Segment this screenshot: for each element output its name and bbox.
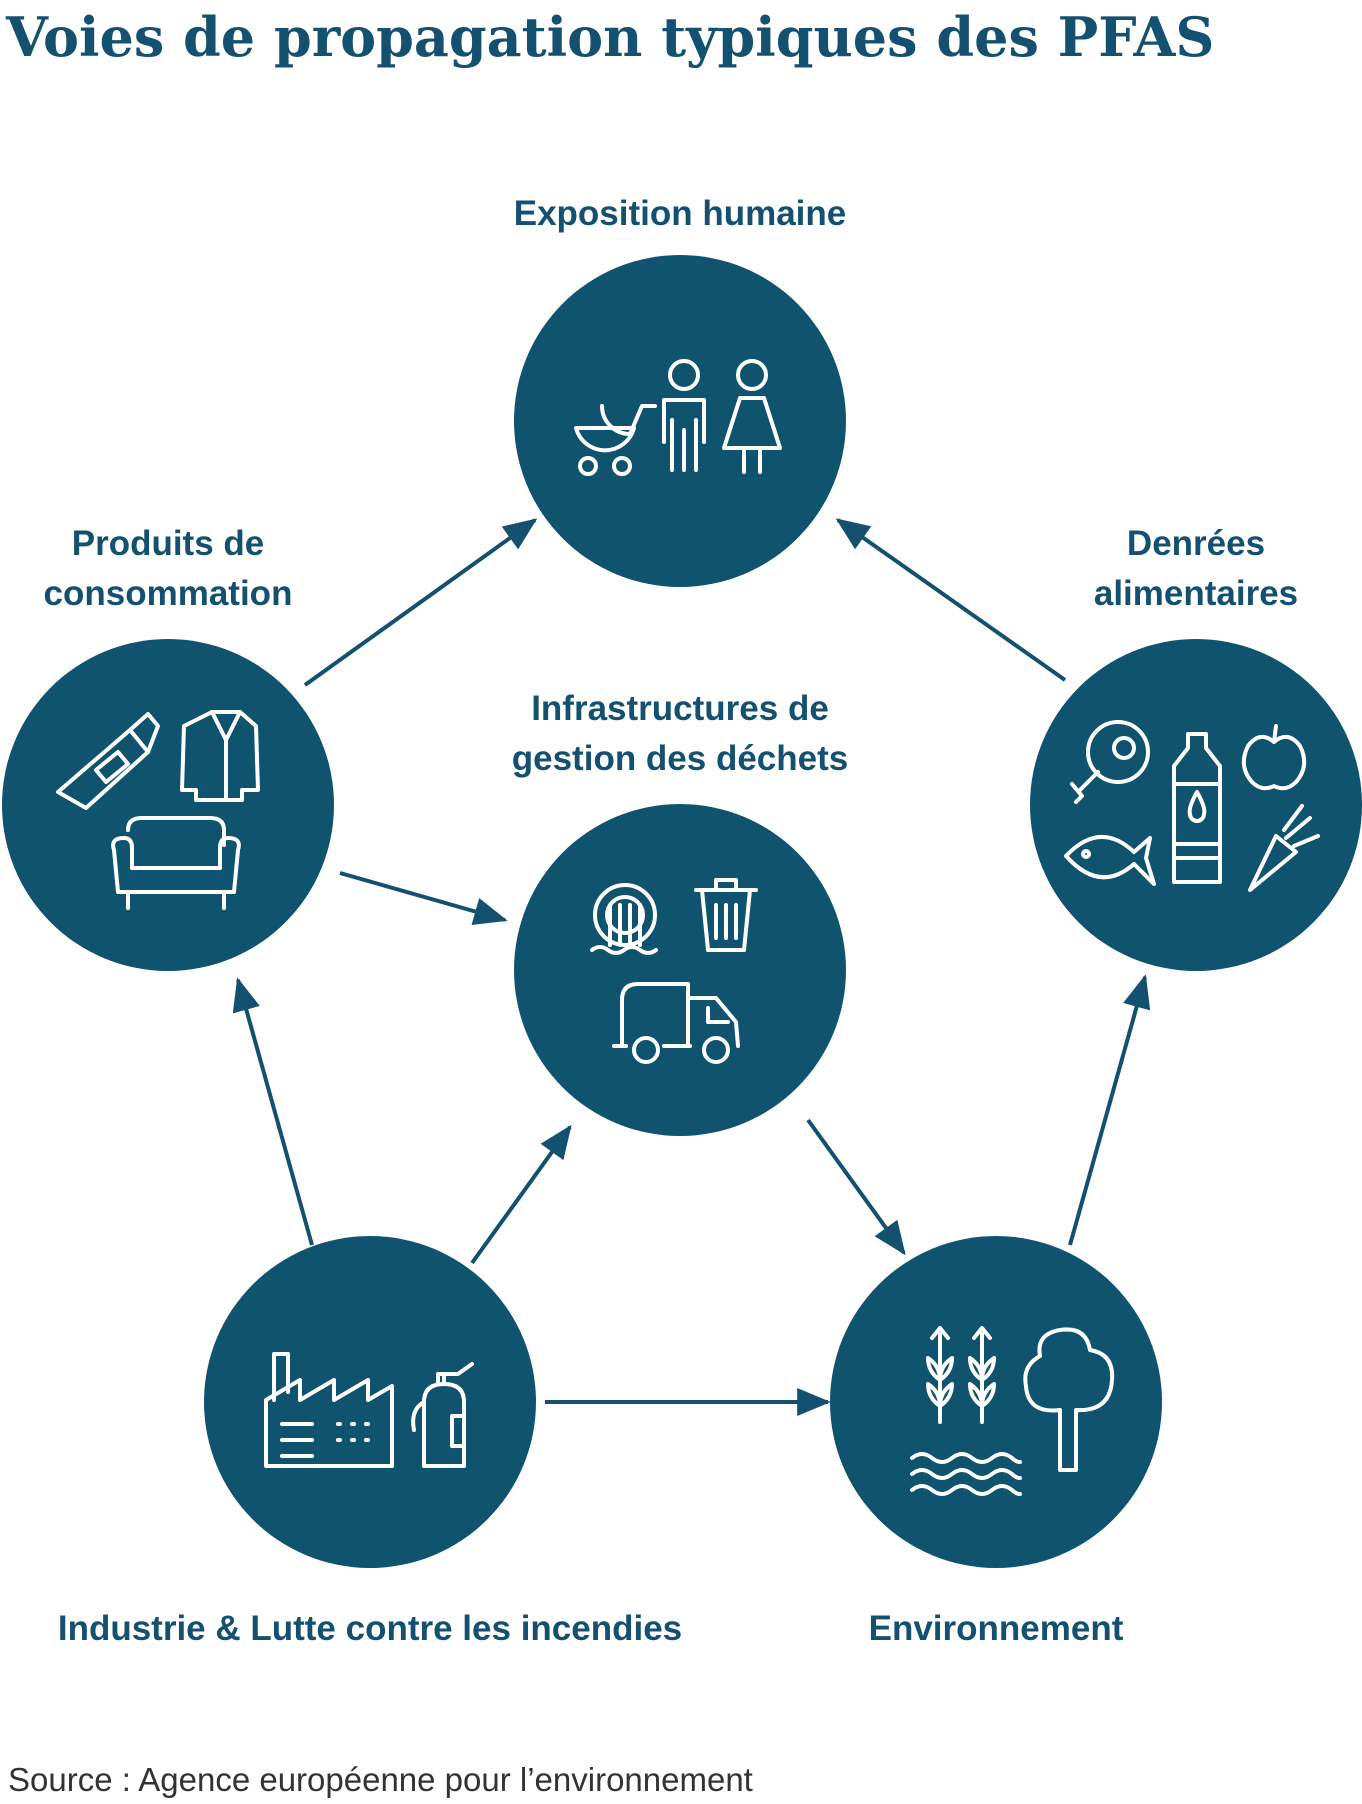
apple-icon — [1241, 724, 1307, 791]
node-label-environment: Environnement — [869, 1609, 1124, 1648]
node-industry: Industrie & Lutte contre les incendies — [58, 1236, 682, 1648]
node-label-waste-1: Infrastructures de — [531, 689, 829, 728]
ham-icon — [1070, 720, 1150, 804]
arrow-environment-to-food — [1068, 974, 1151, 1246]
node-label-human: Exposition humaine — [514, 194, 847, 233]
woman-icon — [722, 359, 782, 474]
arrows — [232, 518, 1151, 1416]
arrow-industry-to-waste — [470, 1124, 572, 1265]
factory-icon — [264, 1352, 394, 1468]
arrow-waste-to-environment — [806, 1118, 906, 1256]
stroller-icon — [574, 404, 657, 476]
jacket-icon — [180, 710, 260, 802]
node-circle-food — [1030, 639, 1362, 971]
node-circle-waste — [514, 804, 846, 1136]
bottle-icon — [1172, 732, 1222, 884]
arrow-consumer-to-waste — [339, 871, 508, 926]
node-environment: Environnement — [830, 1236, 1162, 1648]
node-label-food-1: Denrées — [1127, 524, 1265, 563]
node-label-waste-2: gestion des déchets — [512, 739, 848, 778]
node-circle-environment — [830, 1236, 1162, 1568]
fish-icon — [1064, 835, 1156, 886]
tree-icon — [1023, 1327, 1115, 1472]
node-circle-consumer — [2, 639, 334, 971]
page-title: Voies de propagation typiques des PFAS — [6, 5, 1215, 69]
sofa-icon — [111, 816, 241, 910]
node-waste-infrastructure: Infrastructures de gestion des déchets — [512, 689, 848, 1136]
node-label-consumer-2: consommation — [44, 574, 293, 613]
man-icon — [662, 359, 706, 472]
node-food: Denrées alimentaires — [1030, 524, 1362, 971]
node-circle-human — [514, 255, 846, 587]
trash-can-icon — [694, 878, 758, 952]
node-label-industry: Industrie & Lutte contre les incendies — [58, 1609, 682, 1648]
garbage-truck-icon — [612, 982, 740, 1064]
node-label-food-2: alimentaires — [1094, 574, 1298, 613]
fire-extinguisher-icon — [411, 1362, 474, 1468]
arrow-consumer-to-human — [303, 518, 538, 687]
node-circle-industry — [204, 1236, 536, 1568]
source-note: Source : Agence européenne pour l’enviro… — [8, 1761, 753, 1798]
arrow-industry-to-consumer — [232, 977, 314, 1246]
node-consumer-products: Produits de consommation — [2, 524, 334, 971]
treatment-plant-icon — [590, 883, 658, 955]
water-waves-icon — [910, 1452, 1022, 1496]
carrot-icon — [1248, 804, 1320, 892]
node-human-exposure: Exposition humaine — [514, 194, 847, 587]
arrow-food-to-human — [835, 518, 1067, 682]
wheat-icon — [926, 1326, 996, 1424]
node-label-consumer-1: Produits de — [72, 524, 265, 563]
tube-icon — [56, 712, 160, 810]
